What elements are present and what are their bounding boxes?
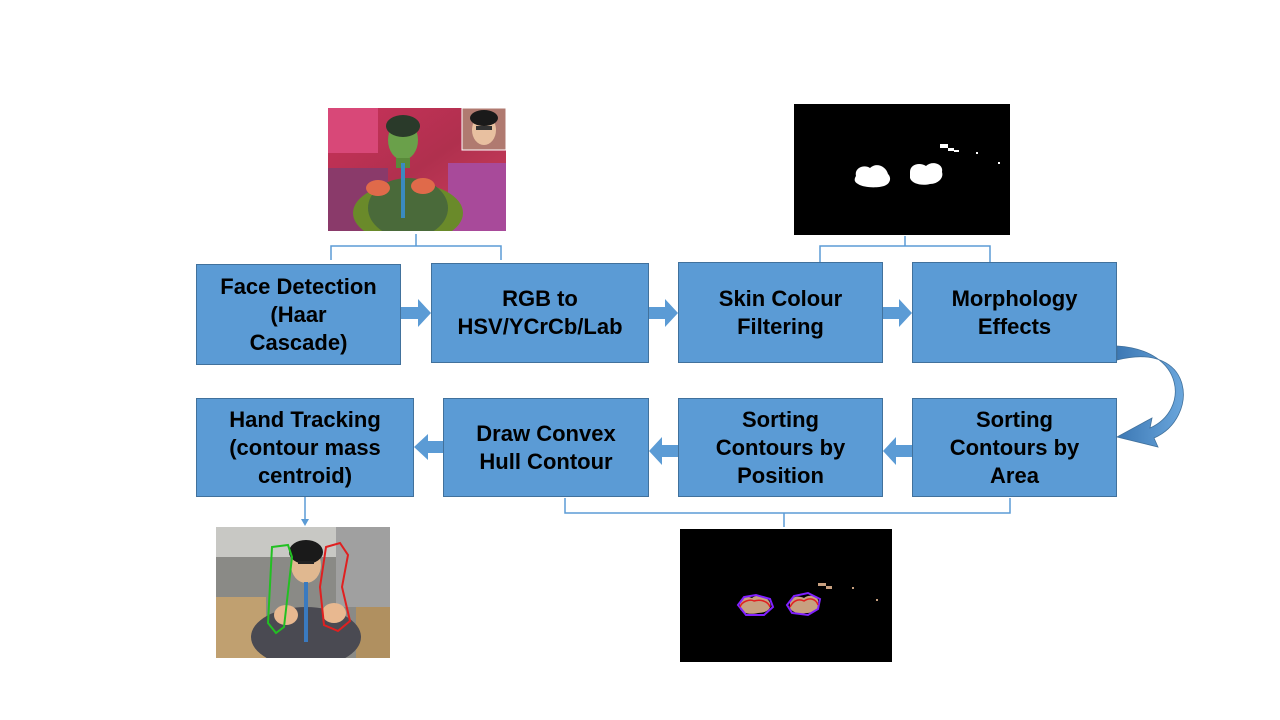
step-hand-tracking: Hand Tracking (contour mass centroid) bbox=[196, 398, 414, 497]
arrow-hull-to-tracking bbox=[414, 434, 443, 460]
step-sort-area-label: Sorting Contours by Area bbox=[949, 406, 1080, 488]
step-face-detection-label: Face Detection (Haar Cascade) bbox=[220, 273, 377, 355]
step-morphology-label: Morphology Effects bbox=[951, 285, 1078, 339]
step-hand-tracking-label: Hand Tracking (contour mass centroid) bbox=[229, 406, 381, 488]
face-detection-image bbox=[328, 108, 506, 231]
curved-arrow-morph-to-area bbox=[1115, 345, 1184, 448]
hand-tracking-image bbox=[216, 527, 390, 658]
arrow-rgb-to-skin bbox=[649, 299, 678, 327]
skin-mask-image bbox=[794, 104, 1010, 235]
step-sort-position: Sorting Contours by Position bbox=[678, 398, 883, 497]
arrow-position-to-hull bbox=[649, 437, 678, 465]
step-sort-area: Sorting Contours by Area bbox=[912, 398, 1117, 497]
step-convex-hull-label: Draw Convex Hull Contour bbox=[476, 420, 616, 474]
step-convex-hull: Draw Convex Hull Contour bbox=[443, 398, 649, 497]
convex-hull-image bbox=[680, 529, 892, 662]
step-skin-filter-label: Skin Colour Filtering bbox=[718, 285, 843, 339]
step-rgb-convert-label: RGB to HSV/YCrCb/Lab bbox=[457, 286, 623, 339]
step-skin-filter: Skin Colour Filtering bbox=[678, 262, 883, 363]
arrow-skin-to-morph bbox=[883, 299, 912, 327]
step-rgb-convert: RGB to HSV/YCrCb/Lab bbox=[431, 263, 649, 363]
bracket-skin-morph bbox=[819, 236, 991, 262]
arrow-down-result bbox=[301, 519, 309, 526]
step-morphology: Morphology Effects bbox=[912, 262, 1117, 363]
bracket-face-rgb bbox=[330, 234, 502, 260]
step-face-detection: Face Detection (Haar Cascade) bbox=[196, 264, 401, 365]
bracket-hull-area bbox=[564, 498, 1011, 527]
step-sort-position-label: Sorting Contours by Position bbox=[715, 406, 846, 488]
arrow-face-to-rgb bbox=[401, 299, 431, 327]
arrow-area-to-position bbox=[883, 437, 912, 465]
